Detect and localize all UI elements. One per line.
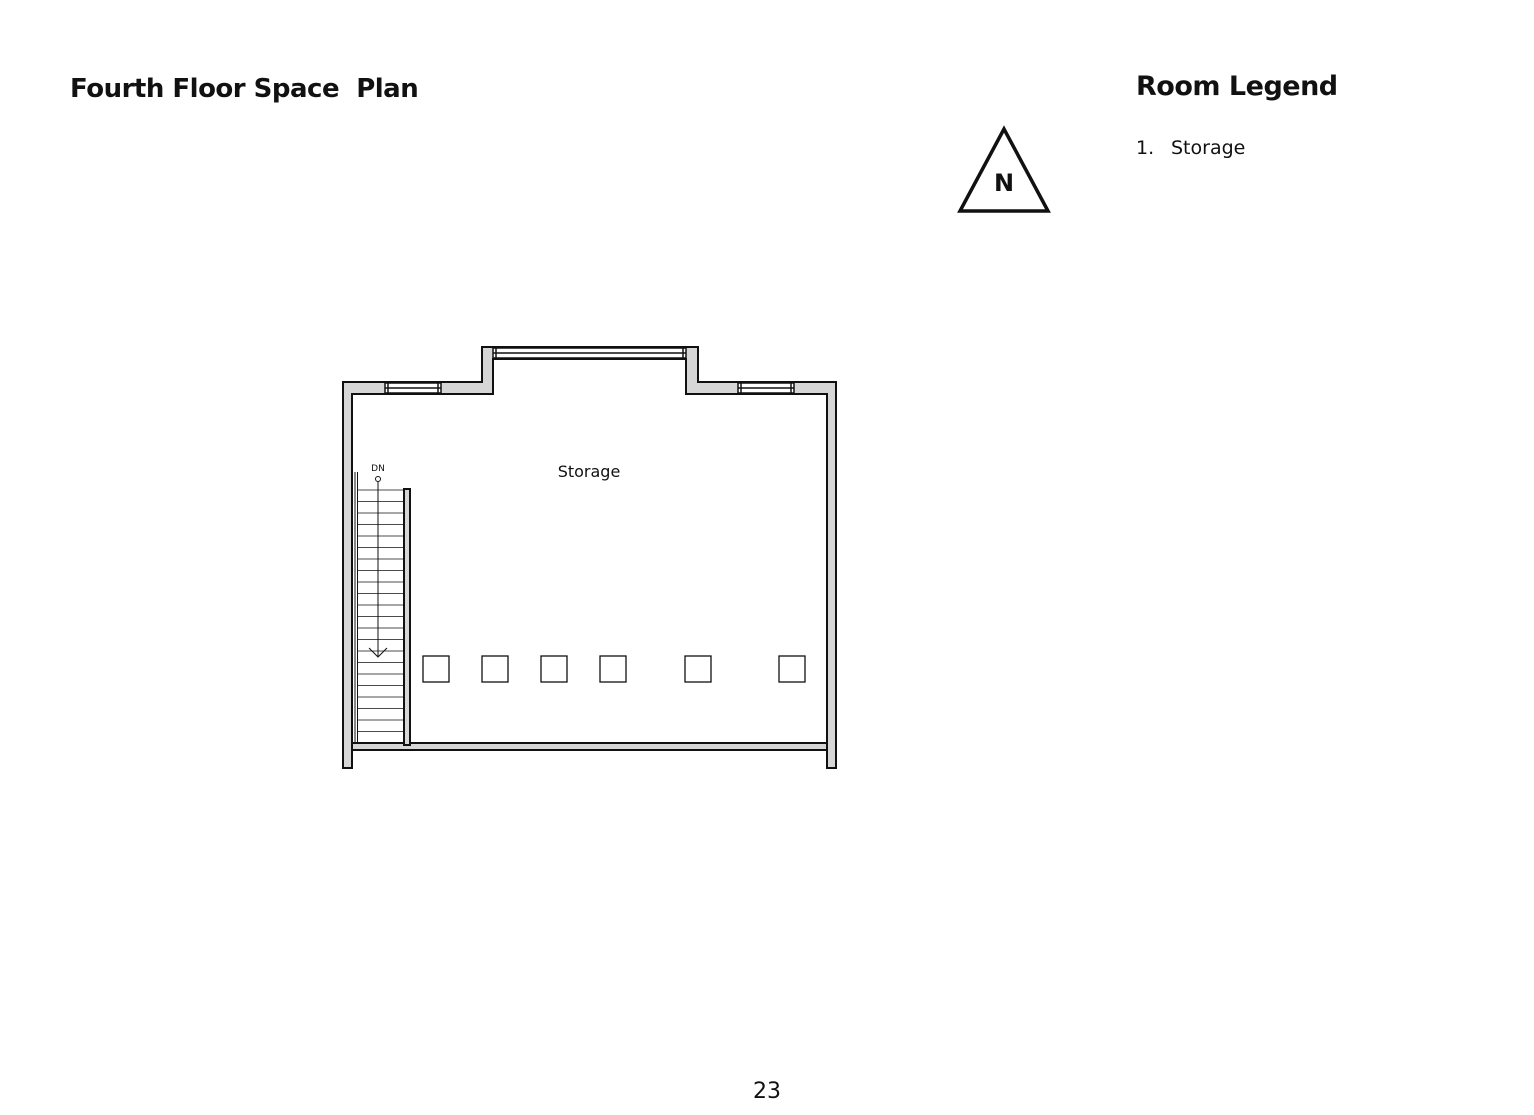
stair-start-marker [375, 476, 381, 482]
wall-bottom [351, 742, 828, 751]
exterior-walls [342, 346, 837, 769]
column [599, 655, 627, 683]
legend-item: 1. Storage [1136, 135, 1245, 161]
page-title: Fourth Floor Space Plan [70, 74, 419, 104]
arrow-head-icon [368, 647, 388, 658]
column [684, 655, 712, 683]
legend-item-label: Storage [1171, 137, 1246, 159]
north-letter: N [994, 169, 1014, 197]
wall-perimeter [342, 346, 837, 769]
window-top-right [737, 382, 795, 394]
window-top-left [384, 382, 442, 394]
stair-partition-wall [403, 488, 411, 746]
windows [384, 347, 795, 394]
room-legend: 1. Storage [1136, 135, 1245, 161]
stair-label: DN [371, 464, 385, 474]
column [778, 655, 806, 683]
room-label-storage: Storage [558, 462, 621, 481]
north-arrow-icon: N [957, 125, 1051, 213]
stair-treads [358, 489, 404, 744]
column [540, 655, 568, 683]
window-top-center [492, 347, 687, 359]
stair: DN [354, 464, 404, 744]
legend-item-number: 1. [1136, 137, 1155, 159]
legend-title: Room Legend [1136, 71, 1338, 102]
columns [422, 655, 806, 683]
column [481, 655, 509, 683]
column [422, 655, 450, 683]
page-number: 23 [753, 1079, 781, 1104]
